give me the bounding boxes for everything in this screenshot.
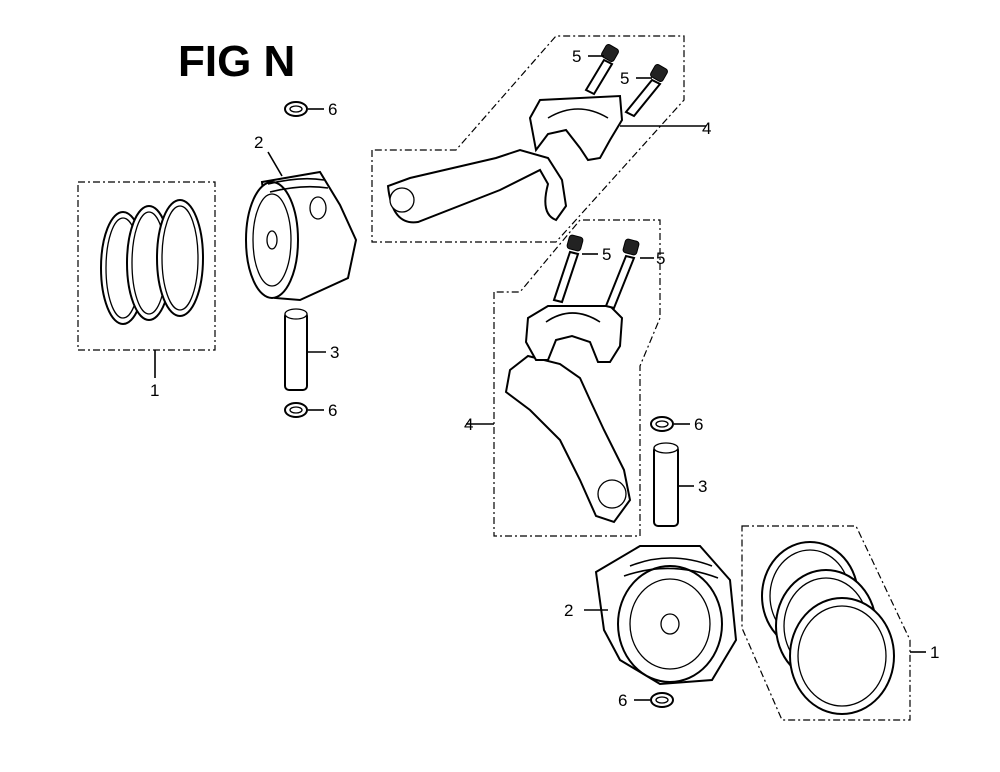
callout-clip-right-bottom: 6 — [618, 691, 627, 710]
callout-clip-left-bottom: 6 — [328, 401, 337, 420]
callout-rod-lower: 4 — [464, 415, 473, 434]
callout-clip-left-top: 6 — [328, 100, 337, 119]
connecting-rod-upper: 4 — [371, 35, 711, 243]
clip-right-bottom: 6 — [618, 691, 674, 710]
piston-right: 2 — [564, 545, 738, 686]
callout-rod-upper: 4 — [702, 119, 711, 138]
bolt-upper-a: 5 — [572, 44, 619, 96]
callout-bolt-lower-a: 5 — [602, 245, 611, 264]
callout-rings-left: 1 — [150, 381, 159, 400]
callout-pin-left: 3 — [330, 343, 339, 362]
rings-right-frame — [741, 525, 911, 721]
piston-pin-right: 3 — [653, 442, 707, 527]
callout-piston-right: 2 — [564, 601, 573, 620]
rod-upper-frame — [371, 35, 685, 243]
rod-lower-beam — [504, 354, 632, 524]
rod-lower-cap — [524, 305, 624, 363]
callout-bolt-upper-a: 5 — [572, 47, 581, 66]
callout-bolt-upper-b: 5 — [620, 69, 629, 88]
piston-left: 2 — [245, 133, 358, 302]
piston-rings-right: 1 — [741, 525, 939, 721]
piston-pin-left: 3 — [284, 308, 339, 391]
clip-right-top: 6 — [650, 415, 703, 434]
callout-piston-left: 2 — [254, 133, 263, 152]
callout-pin-right: 3 — [698, 477, 707, 496]
callout-clip-right-top: 6 — [694, 415, 703, 434]
callout-bolt-lower-b: 5 — [656, 249, 665, 268]
callout-rings-right: 1 — [930, 643, 939, 662]
bolt-upper-b: 5 — [620, 64, 668, 118]
rings-left-frame — [77, 181, 216, 351]
clip-left-top: 6 — [284, 100, 337, 119]
rod-upper-cap — [528, 94, 624, 162]
piston-rings-left: 1 — [77, 181, 216, 400]
figure-title: FIG N — [178, 37, 295, 86]
clip-left-bottom: 6 — [284, 401, 337, 420]
rod-upper-beam — [386, 148, 568, 224]
bolt-lower-a: 5 — [552, 234, 611, 304]
rod-lower-frame — [493, 219, 661, 537]
bolt-lower-b: 5 — [604, 238, 665, 310]
